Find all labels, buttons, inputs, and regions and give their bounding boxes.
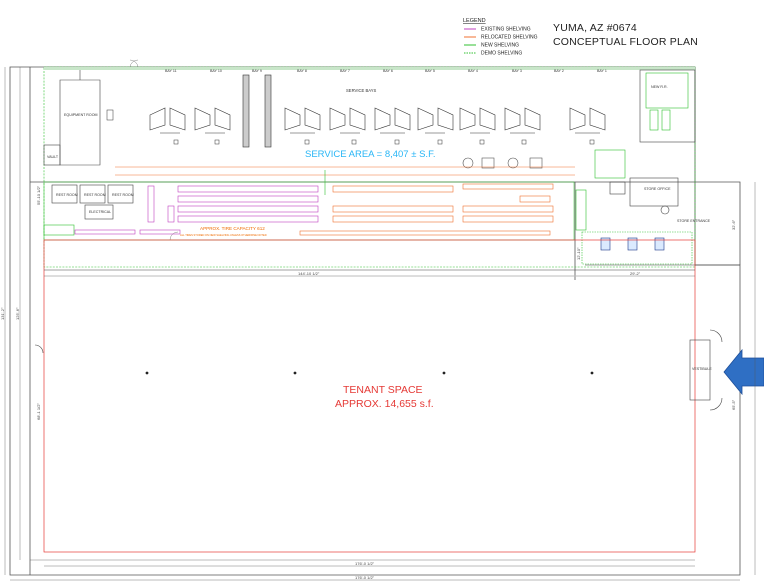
dimension-bottom-inner: 176'-0 1/2" [355, 561, 375, 566]
tenant-space-outline [43, 239, 696, 553]
bay-label: BAY 3 [512, 69, 522, 73]
columns [145, 371, 594, 375]
legend-label-existing: EXISTING SHELVING [481, 27, 531, 33]
bay-doors [129, 59, 179, 241]
dimension-right-width: 29'-2" [630, 271, 641, 276]
equipment-room [43, 70, 101, 166]
service-circulation [115, 166, 575, 176]
dimension-lines [4, 67, 756, 581]
new-rr-label: NEW R.R. [651, 85, 668, 89]
office-area [581, 69, 740, 266]
entrance-label: STORE ENTRANCE [677, 219, 711, 223]
dimension-inner-width: 144'-10 1/2" [298, 271, 320, 276]
bay-labels: BAY 11 BAY 10 BAY 9 BAY 8 BAY 7 BAY 6 BA… [165, 69, 607, 73]
bay-label: BAY 6 [383, 69, 393, 73]
counters [600, 237, 665, 251]
tire-storage [43, 170, 587, 241]
bay-label: BAY 5 [425, 69, 435, 73]
rest-room-label: REST ROOM [84, 193, 106, 197]
office-label: STORE OFFICE [644, 187, 671, 191]
dimension-mid-small: 12'-10" [576, 247, 581, 260]
bay-label: BAY 4 [468, 69, 478, 73]
title-block: YUMA, AZ #0674 CONCEPTUAL FLOOR PLAN [553, 22, 698, 48]
tire-capacity-label: APPROX. TIRE CAPACITY 612 [200, 226, 265, 231]
legend-label-relocated: RELOCATED SHELVING [481, 35, 538, 41]
dimension-left-upper: 55'-10 1/2" [36, 185, 41, 205]
vault-label: VAULT [47, 155, 59, 159]
bay-label: BAY 2 [554, 69, 564, 73]
bay-label: BAY 1 [597, 69, 607, 73]
electrical-label: ELECTRICAL [89, 210, 111, 214]
plan-subtitle: CONCEPTUAL FLOOR PLAN [553, 36, 698, 48]
bay-label: BAY 11 [165, 69, 177, 73]
building-outline [9, 66, 741, 576]
bay-label: BAY 10 [210, 69, 222, 73]
tire-capacity-note: ALL TIRES STORED ON NEW SHELVING UNLESS … [180, 233, 267, 237]
bay-label: BAY 7 [340, 69, 350, 73]
dimension-labels: 144'-10 1/2" 29'-2" 176'-0 1/2" 176'-0 1… [0, 185, 736, 580]
dimension-right-lower: 65'-5" [731, 399, 736, 410]
bay-door-strip [44, 67, 695, 70]
vestibule-label: VESTIBULE [692, 367, 712, 371]
rest-room-label: REST ROOM [112, 193, 134, 197]
legend-heading: LEGEND [463, 18, 486, 24]
legend-label-new: NEW SHELVING [481, 43, 519, 49]
dimension-left-lower: 68'-1 1/2" [36, 403, 41, 420]
bay-label: BAY 9 [252, 69, 262, 73]
equipment-room-label: EQUIPMENT ROOM [64, 113, 97, 117]
tenant-area-label: APPROX. 14,655 s.f. [335, 398, 434, 410]
service-area-outline [43, 66, 696, 268]
service-area-label: SERVICE AREA = 8,407 ± S.F. [305, 149, 435, 160]
vehicle-lifts [149, 74, 606, 148]
rest-rooms [51, 184, 134, 220]
legend: LEGEND EXISTING SHELVING RELOCATED SHELV… [463, 18, 538, 57]
plan-location-title: YUMA, AZ #0674 [553, 22, 637, 34]
lift-pumps [106, 109, 595, 145]
dimension-left-inner: 125'-6" [15, 307, 20, 320]
service-bays-label: SERVICE BAYS [346, 88, 377, 93]
bay-label: BAY 8 [297, 69, 307, 73]
entry-arrow-icon [723, 348, 764, 396]
dimension-bottom-outer: 176'-0 1/2" [355, 575, 375, 580]
rest-room-label: REST ROOM [56, 193, 78, 197]
tenant-space-label: TENANT SPACE [343, 384, 423, 396]
tire-machines [462, 157, 543, 169]
dimension-right-upper: 32'-6" [731, 219, 736, 230]
vestibule [34, 329, 723, 411]
legend-label-demo: DEMO SHELVING [481, 51, 522, 57]
dimension-left-outer: 131'-2" [0, 307, 5, 320]
